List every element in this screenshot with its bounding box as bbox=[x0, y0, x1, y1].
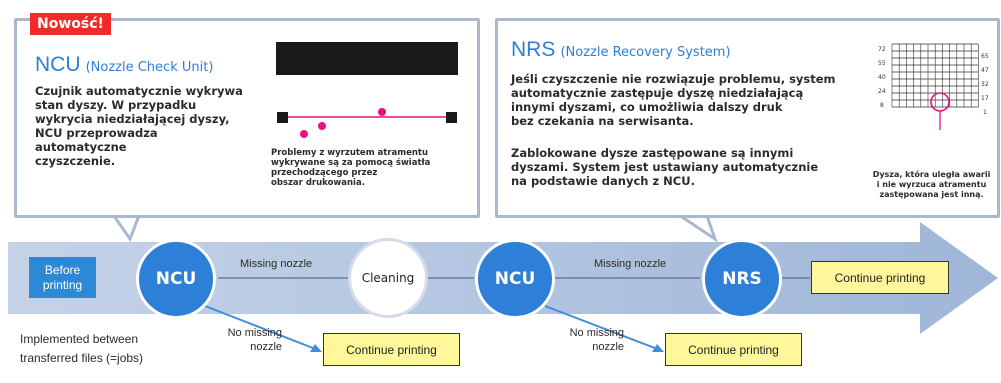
missing-nozzle-label-1: Missing nozzle bbox=[240, 258, 313, 270]
continue-printing-3: Continue printing bbox=[665, 333, 802, 366]
cleaning-node-label: Cleaning bbox=[361, 271, 415, 285]
ncu-caption-line: wykrywane są za pomocą światła bbox=[271, 158, 431, 168]
nrs-caption-line: i nie wyrzuca atramentu bbox=[876, 180, 987, 189]
grid-tick-left: 40 bbox=[878, 74, 886, 81]
ink-drop bbox=[318, 122, 326, 130]
nrs-title-main: NRS bbox=[511, 38, 556, 61]
ncu-title-main: NCU bbox=[35, 53, 81, 76]
nrs-body-line: innymi dyszami, co umożliwia dalszy druk bbox=[511, 100, 783, 114]
nrs-body-line: na podstawie danych z NCU. bbox=[511, 174, 695, 188]
grid-tick-right: 65 bbox=[981, 53, 989, 60]
nrs-body-line: dyszami. System jest ustawiany automatyc… bbox=[511, 160, 819, 174]
ncu-caption-line: Problemy z wyrzutem atramentu bbox=[271, 148, 429, 158]
ncu-body-line: stan dyszy. W przypadku bbox=[35, 98, 197, 112]
nrs-title: NRS (Nozzle Recovery System) bbox=[511, 38, 731, 62]
ncu-body-line: NCU przeprowadza bbox=[35, 126, 158, 140]
ink-drop bbox=[378, 108, 386, 116]
nozzle-grid-illustration: 72 55 40 24 8 65 47 32 17 1 bbox=[878, 43, 989, 130]
ncu-body-line: czyszczenie. bbox=[35, 154, 116, 168]
grid-tick-left: 55 bbox=[878, 60, 886, 67]
nrs-body-2: Zablokowane dysze zastępowane są innymi … bbox=[511, 146, 871, 188]
ncu-node-label: NCU bbox=[494, 269, 536, 289]
no-missing-nozzle-label-1: No missing nozzle bbox=[227, 327, 282, 353]
continue-printing-label: Continue printing bbox=[834, 270, 926, 285]
ncu-title-sub: (Nozzle Check Unit) bbox=[85, 60, 214, 75]
nrs-caption-line: zastępowana jest inną. bbox=[879, 190, 984, 199]
ncu-title: NCU (Nozzle Check Unit) bbox=[35, 53, 213, 77]
failed-nozzle-marker bbox=[930, 92, 950, 112]
grid-tick-left: 8 bbox=[880, 102, 884, 109]
ncu-body-line: wykrycia niedziałającej dyszy, bbox=[35, 112, 230, 126]
sensor-left bbox=[277, 112, 288, 123]
ncu-caption-line: przechodzącego przez bbox=[271, 168, 378, 178]
grid-tick-right: 32 bbox=[981, 81, 989, 88]
continue-printing-label: Continue printing bbox=[688, 342, 779, 357]
sensor-right bbox=[446, 112, 457, 123]
ncu-node-label: NCU bbox=[155, 269, 197, 289]
missing-nozzle-label-2: Missing nozzle bbox=[594, 258, 667, 270]
nrs-caption: Dysza, która uległa awarii i nie wyrzuca… bbox=[864, 170, 999, 200]
ncu-node-1: NCU bbox=[136, 239, 216, 319]
grid-tick-right: 17 bbox=[981, 95, 989, 102]
continue-printing-2: Continue printing bbox=[323, 333, 460, 366]
no-missing-nozzle-label-2: No missing nozzle bbox=[569, 327, 624, 353]
grid-tick-left: 72 bbox=[878, 46, 886, 53]
print-head bbox=[276, 42, 458, 75]
ncu-body: Czujnik automatycznie wykrywa stan dyszy… bbox=[35, 84, 275, 168]
implemented-note: Implemented between transferred files (=… bbox=[20, 332, 144, 365]
nrs-body-line: Zablokowane dysze zastępowane są innymi bbox=[511, 146, 794, 160]
nrs-body-line: Jeśli czyszczenie nie rozwiązuje problem… bbox=[511, 72, 836, 86]
ink-drop bbox=[300, 130, 308, 138]
nozzle-grid bbox=[891, 43, 979, 108]
nrs-body-1: Jeśli czyszczenie nie rozwiązuje problem… bbox=[511, 72, 871, 128]
ncu-body-line: Czujnik automatycznie wykrywa bbox=[35, 84, 243, 98]
ncu-body-line: automatyczne bbox=[35, 140, 127, 154]
nrs-body-line: bez czekania na serwisanta. bbox=[511, 114, 694, 128]
new-badge: Nowość! bbox=[30, 13, 111, 35]
nrs-body-line: automatycznie zastępuje dyszę niedziałaj… bbox=[511, 86, 804, 100]
continue-printing-label: Continue printing bbox=[346, 342, 437, 357]
ncu-sensor-illustration bbox=[276, 42, 458, 138]
grid-tick-left: 24 bbox=[878, 88, 886, 95]
nrs-callout bbox=[495, 18, 1000, 218]
nrs-node: NRS bbox=[702, 239, 782, 319]
nrs-title-sub: (Nozzle Recovery System) bbox=[560, 45, 731, 60]
grid-tick-right: 47 bbox=[981, 67, 989, 74]
before-printing-label: Before printing bbox=[42, 262, 83, 292]
ncu-caption-line: obszar drukowania. bbox=[271, 178, 365, 188]
continue-printing-1: Continue printing bbox=[811, 261, 949, 294]
before-printing-box: Before printing bbox=[29, 257, 96, 298]
grid-tick-right: 1 bbox=[983, 109, 987, 116]
ncu-node-2: NCU bbox=[475, 239, 555, 319]
ncu-caption: Problemy z wyrzutem atramentu wykrywane … bbox=[271, 148, 471, 188]
nrs-node-label: NRS bbox=[722, 269, 762, 289]
cleaning-node: Cleaning bbox=[348, 238, 428, 318]
nrs-caption-line: Dysza, która uległa awarii bbox=[872, 170, 991, 179]
